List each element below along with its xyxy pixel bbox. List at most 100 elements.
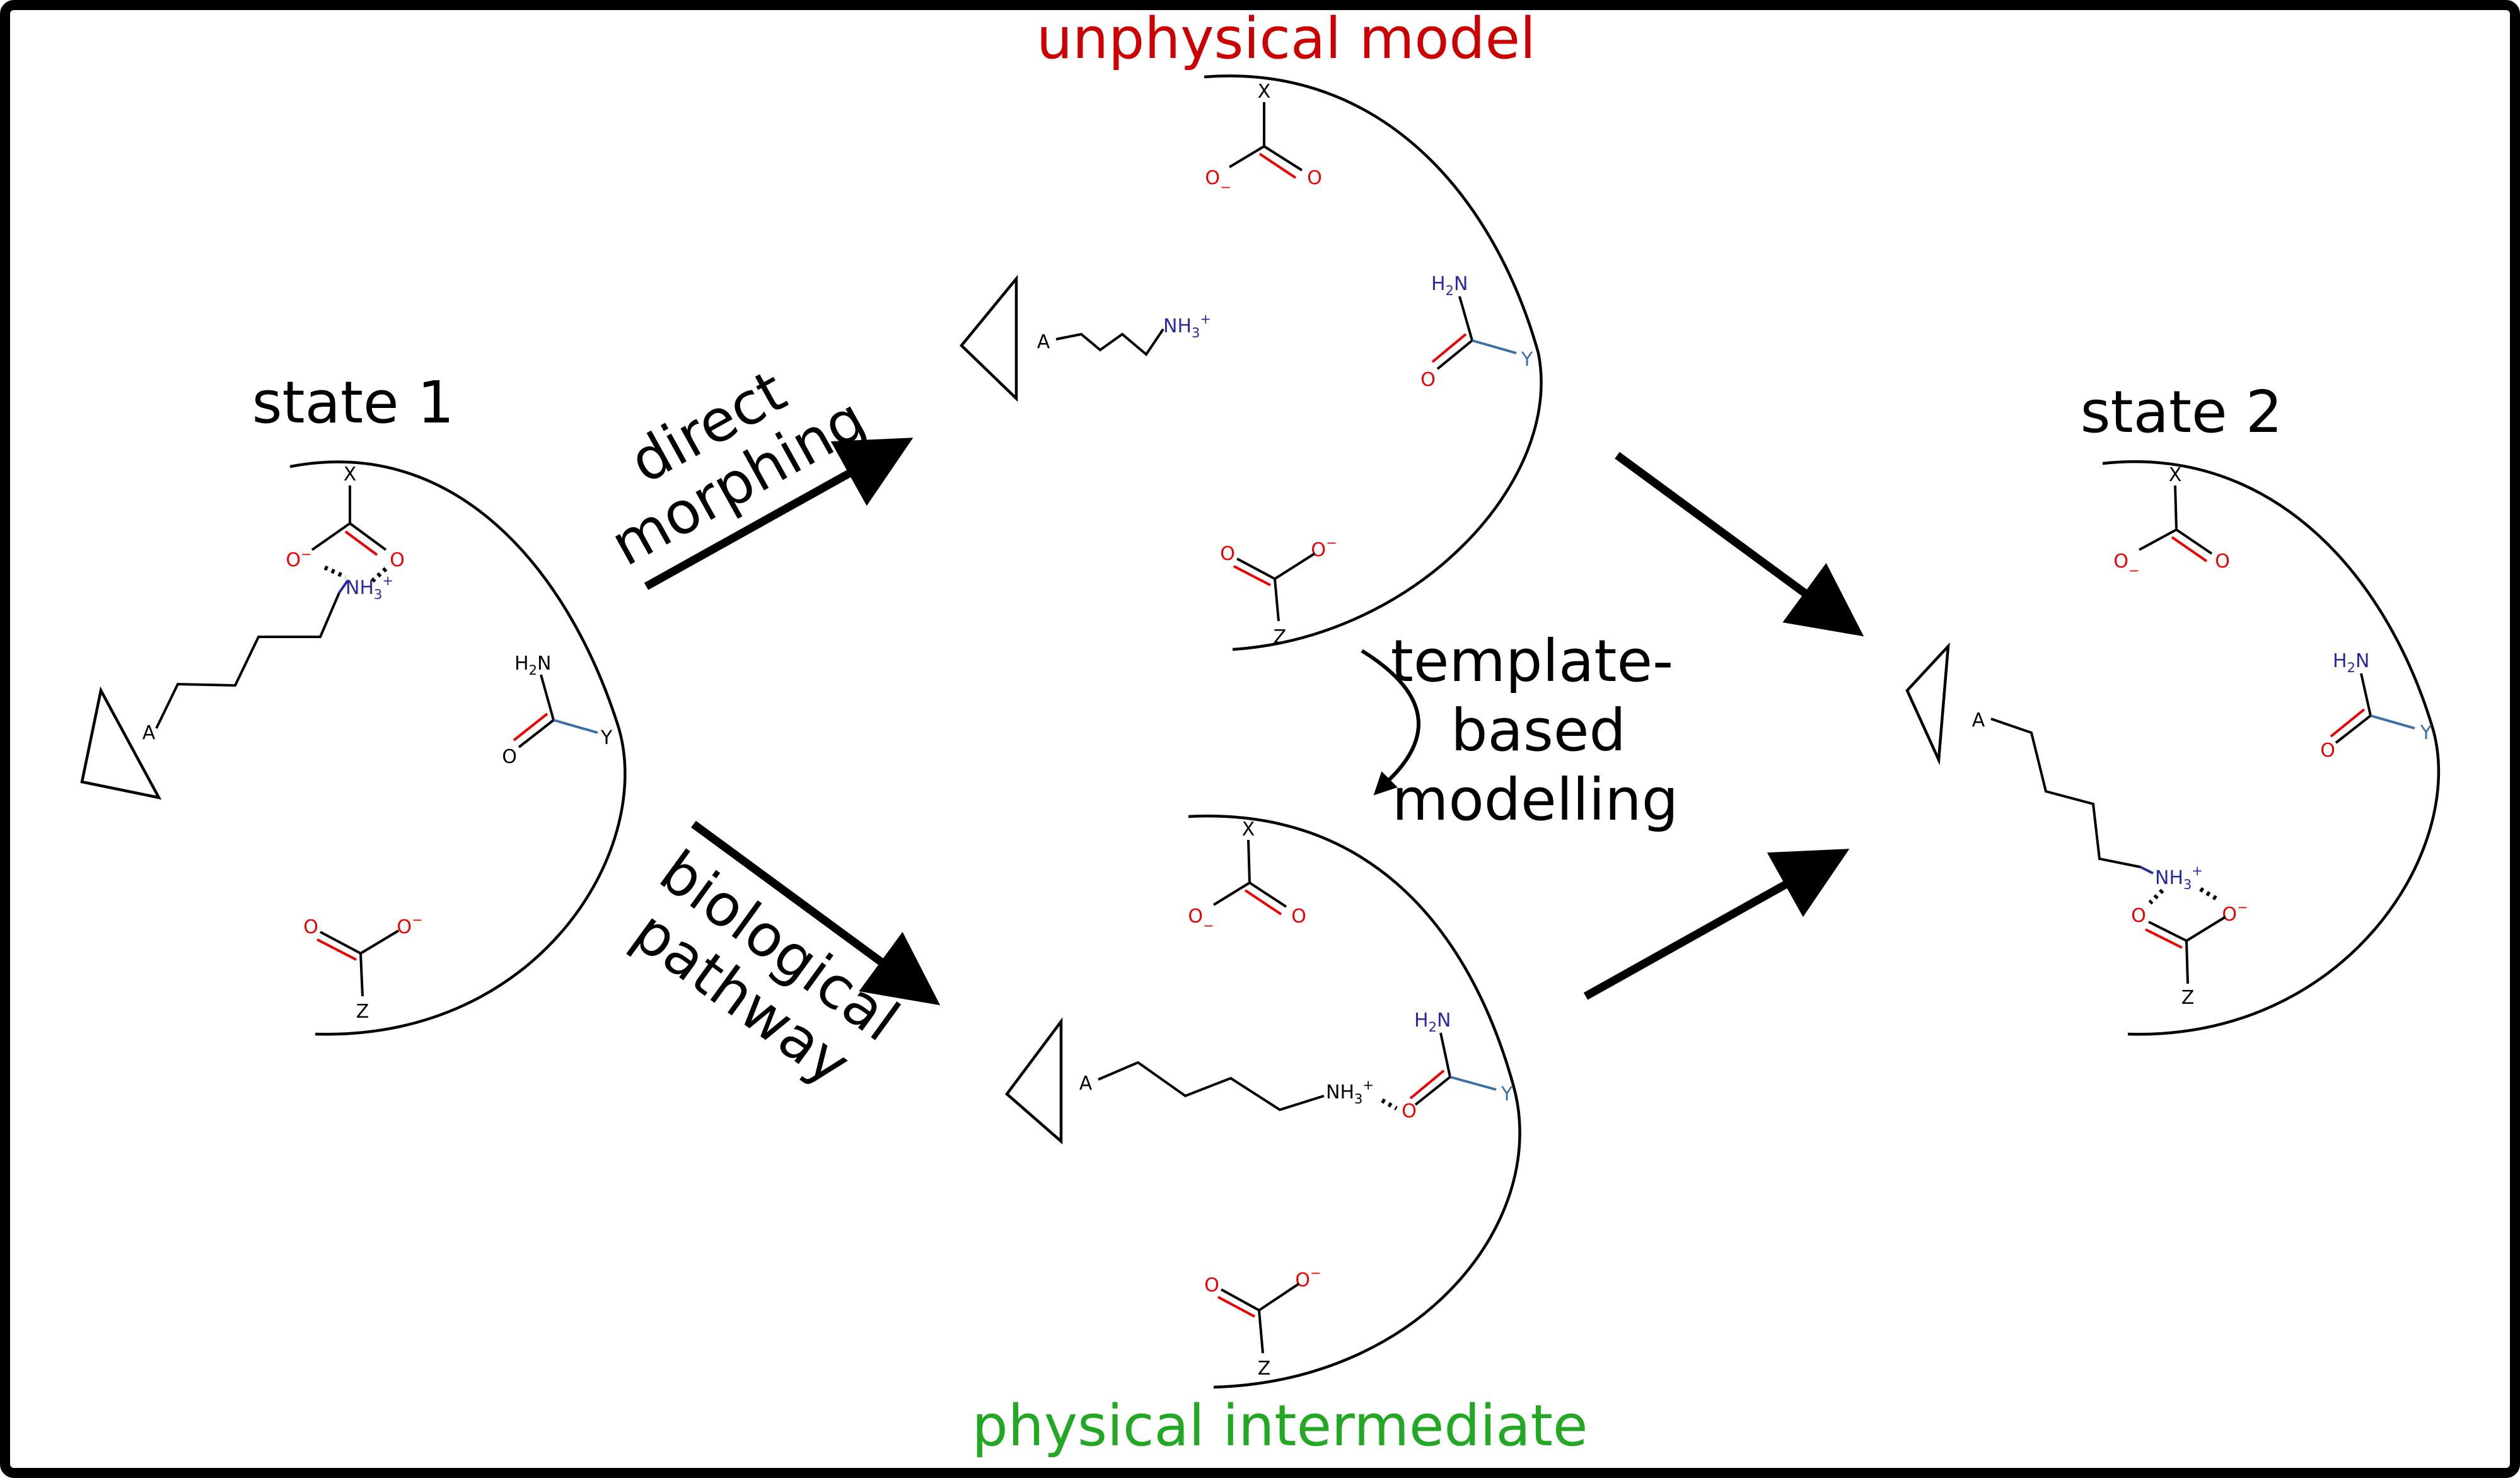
amide-co-double [2330, 708, 2366, 738]
z-bond [2185, 940, 2189, 984]
amine-subscript: 3 [374, 587, 382, 602]
z-oxygen-minus: O− [2222, 900, 2248, 926]
x-bond [2174, 485, 2178, 530]
amide-cn-bond [2360, 673, 2372, 716]
z-oxygen-left: O [303, 916, 318, 938]
amide-nh2: H2N [1431, 273, 1468, 298]
amide-co-double [1431, 333, 1467, 363]
z-oxygen-symbol: O [1311, 539, 1326, 561]
atom-Z: Z [1274, 626, 1287, 648]
amide-nh2: H2N [1414, 1010, 1451, 1035]
amide-n: N [537, 653, 551, 675]
atom-Y: Y [2420, 722, 2432, 744]
amide-oxygen: O [1420, 369, 1436, 391]
hbond-amide [1381, 1098, 1398, 1111]
template-line1: template- [1391, 627, 1674, 695]
amide-cy-bond [553, 719, 598, 734]
direct-morphing-arrow [644, 438, 914, 590]
amide-oxygen: O [1402, 1100, 1417, 1122]
atom-A: A [1972, 709, 1985, 731]
z-co-double [316, 938, 357, 961]
amide-h: H [1431, 273, 1446, 295]
atom-A: A [1079, 1073, 1093, 1095]
z-co-double [1217, 1296, 1255, 1318]
amide-cy-bond [1449, 1076, 1497, 1091]
z-co-single [2185, 916, 2227, 942]
z-bond [359, 953, 364, 997]
ligand-chain [1098, 1061, 1325, 1112]
amine-charge: + [382, 573, 393, 588]
z-oxygen-charge: − [1310, 1266, 1321, 1281]
template-based-arrow [1361, 649, 1420, 796]
amide-n: N [2355, 650, 2369, 672]
z-co-double [2145, 928, 2183, 949]
amine-nh: NH [1163, 315, 1192, 337]
z-oxygen-minus: O− [397, 912, 422, 938]
oxygen-symbol: O [1188, 905, 1203, 928]
hbond-left [323, 565, 347, 579]
atom-X: X [2169, 464, 2182, 486]
oxygen-symbol: O [2113, 550, 2128, 573]
physical-intermediate-panel: A NH3+ X O− O H2N O Y O O− Z [1004, 814, 1521, 1389]
oxygen-double: O [1307, 167, 1322, 189]
atom-X: X [1258, 81, 1271, 103]
co-bond-left [2139, 528, 2177, 551]
ligand-amine: NH3+ [345, 573, 393, 602]
atom-Y: Y [1501, 1083, 1513, 1105]
atom-Z: Z [356, 1001, 369, 1023]
state-1-panel: A NH3+ X O− O H2N O Y O O− Z [80, 460, 627, 1036]
co-bond-right [2175, 528, 2213, 555]
co-double-bond [1258, 153, 1297, 179]
amide-h: H [1414, 1010, 1429, 1032]
amide-subscript: 2 [1429, 1020, 1437, 1035]
amine-charge: + [1200, 311, 1211, 327]
state-2-panel: A NH3+ X O− O H2N O Y O O− Z [1905, 460, 2441, 1036]
oxygen-charge: − [301, 547, 312, 562]
co-bond-left [1228, 145, 1265, 168]
state-2-label: state 2 [2081, 378, 2283, 446]
atom-X: X [1242, 818, 1255, 841]
amide-h: H [2333, 650, 2347, 672]
template-line2: based [1451, 697, 1626, 764]
amine-subscript: 3 [2183, 877, 2192, 892]
co-double-bond [2171, 536, 2208, 562]
atom-A: A [142, 722, 156, 744]
oxygen-symbol: O [1205, 167, 1220, 189]
binding-pocket-outline [1188, 814, 1521, 1389]
amide-nh2: H2N [514, 653, 551, 678]
amide-oxygen: O [2320, 740, 2335, 762]
amide-co-bond [518, 719, 555, 748]
x-bond [1247, 839, 1251, 883]
hbond-right [2199, 887, 2221, 903]
amide-co-double [1409, 1069, 1445, 1100]
amide-subscript: 2 [1446, 283, 1454, 298]
z-co-single [1258, 1283, 1300, 1312]
co-bond-right [349, 522, 387, 551]
z-co-bond [320, 931, 361, 955]
ligand-ring [959, 274, 1018, 402]
lower-to-state2-arrow [1583, 849, 1850, 1000]
ligand-ring [1004, 1017, 1063, 1144]
co-bond-right [1248, 882, 1287, 908]
amide-cn-bond [1439, 1032, 1451, 1078]
amide-h: H [514, 653, 529, 675]
amine-nh: NH [1326, 1081, 1354, 1103]
z-oxygen-minus: O− [1295, 1266, 1321, 1291]
co-bond-left [311, 522, 351, 551]
amine-charge: + [2192, 863, 2203, 878]
z-co-bond [1221, 1288, 1260, 1312]
z-co-bond [2148, 921, 2187, 942]
amine-nh: NH [2155, 867, 2183, 889]
atom-A: A [1037, 331, 1050, 353]
z-oxygen-symbol: O [397, 916, 412, 938]
oxygen-double: O [2215, 550, 2230, 573]
ligand-amine: NH3+ [2155, 863, 2203, 892]
amide-cy-bond [2370, 714, 2415, 730]
chain-n-bond [2140, 866, 2154, 875]
oxygen-charge: − [1220, 180, 1231, 195]
amide-co-bond [1436, 339, 1473, 370]
amide-cn-bond [540, 674, 555, 721]
upper-to-state2-arrow [1615, 451, 1864, 637]
ligand-ring [1905, 642, 1950, 765]
ligand-chain [1055, 328, 1164, 356]
